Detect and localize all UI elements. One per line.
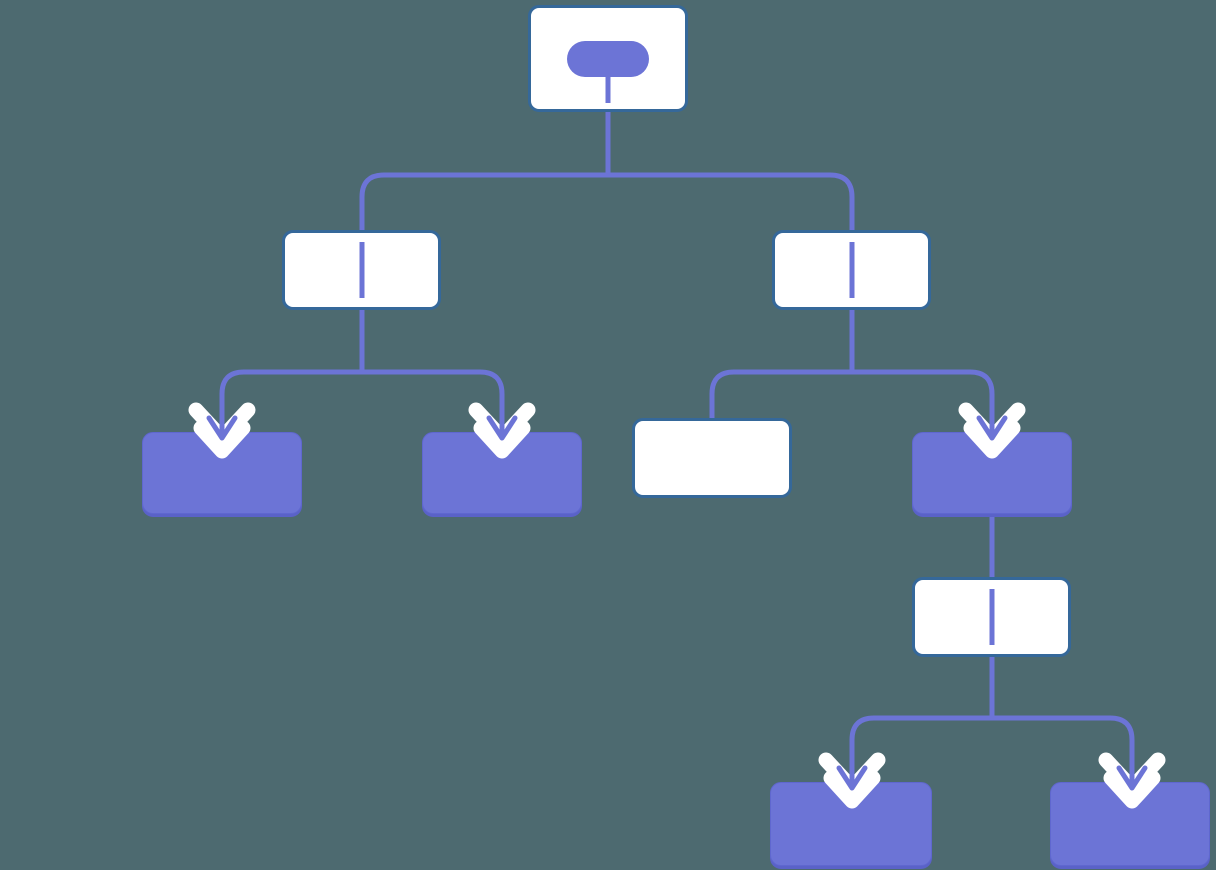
node-l4[interactable] (912, 577, 1071, 657)
node-l2-right[interactable] (772, 230, 931, 310)
node-root[interactable] (528, 5, 688, 112)
node-l5-a[interactable] (770, 782, 932, 866)
node-l3-b[interactable] (422, 432, 582, 514)
node-l3-a[interactable] (142, 432, 302, 514)
node-l3-c[interactable] (632, 418, 792, 498)
root-pill-badge (567, 40, 649, 77)
node-l5-b[interactable] (1050, 782, 1210, 866)
node-l2-left[interactable] (282, 230, 441, 310)
node-l3-d[interactable] (912, 432, 1072, 514)
